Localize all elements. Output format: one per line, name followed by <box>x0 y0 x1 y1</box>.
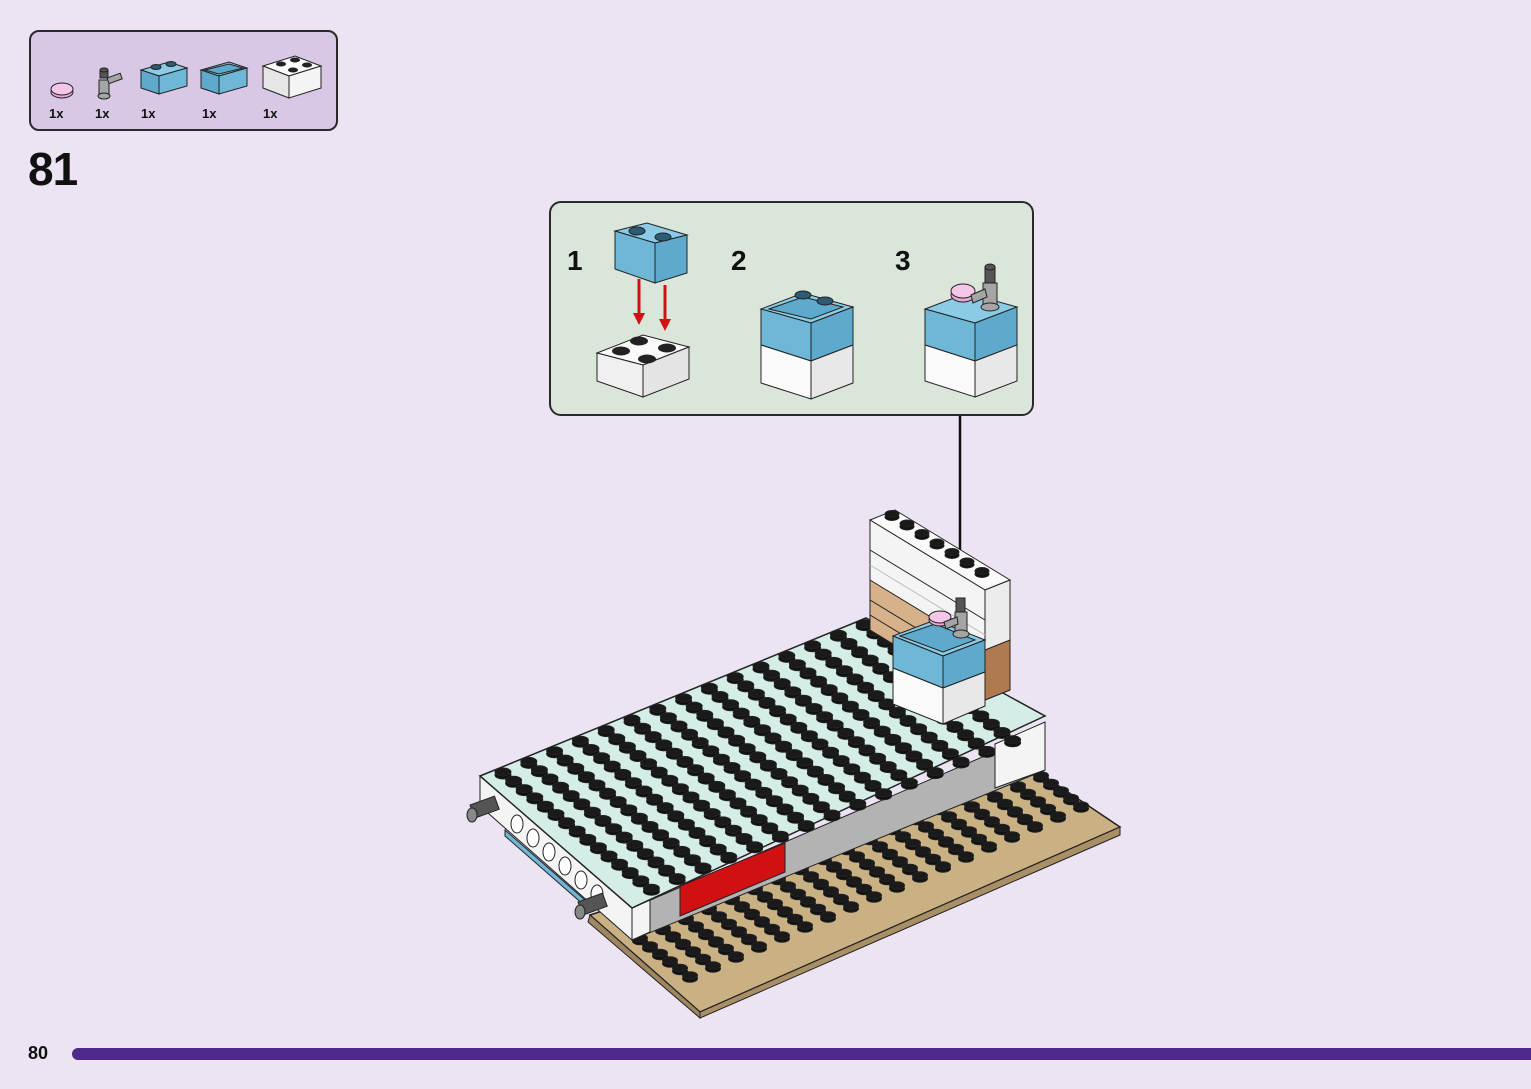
page-number: 80 <box>28 1043 48 1064</box>
progress-bar <box>72 1048 1531 1060</box>
